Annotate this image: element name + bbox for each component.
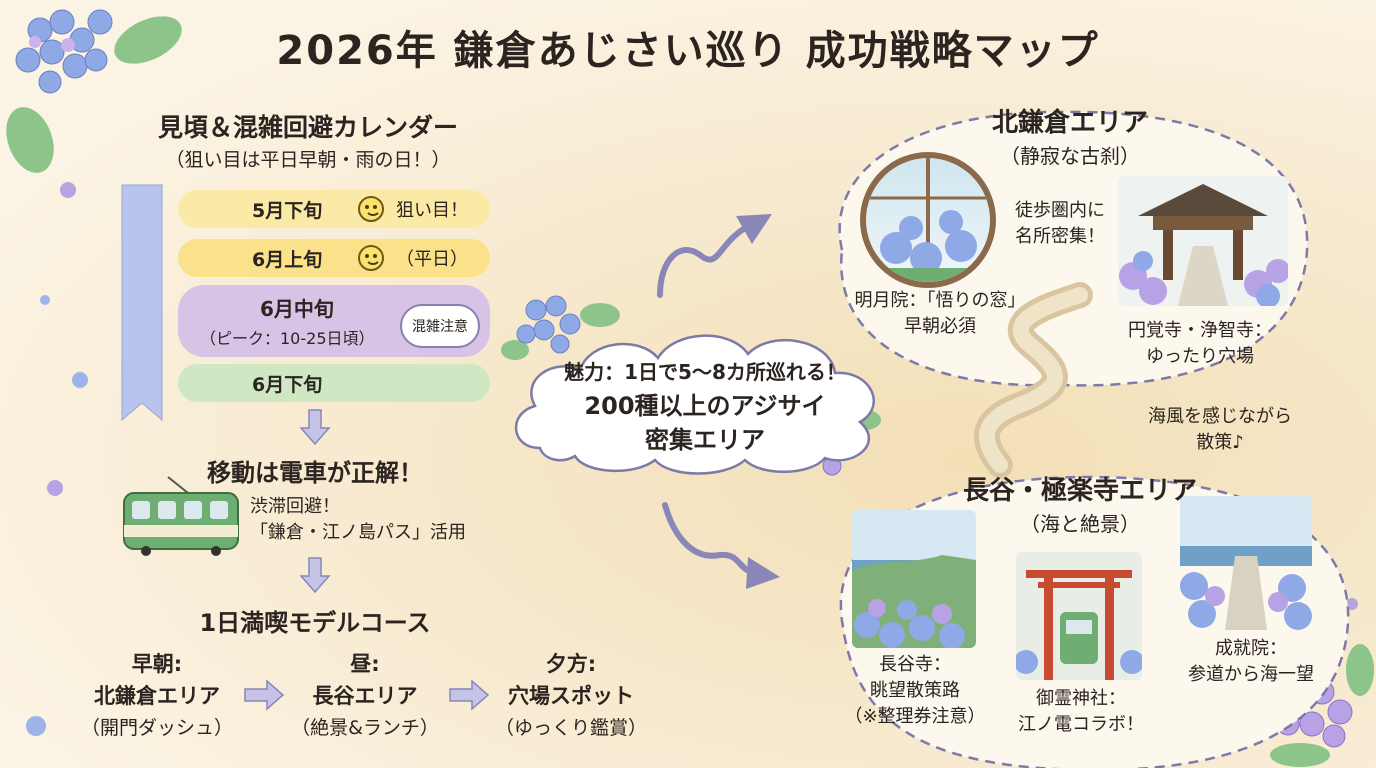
meigetsuin-line2: 早朝必須 bbox=[904, 316, 976, 337]
transport-note-line1: 渋滞回避！ bbox=[250, 496, 340, 517]
calendar-row-note: 狙い目！ bbox=[396, 200, 468, 221]
smile-icon bbox=[358, 245, 384, 271]
transport-heading: 移動は電車が正解！ bbox=[207, 459, 423, 487]
kita-area-title: 北鎌倉エリア bbox=[991, 108, 1148, 138]
path-note: 海風を感じながら 散策♪ bbox=[1140, 404, 1300, 456]
goryo-caption: 御霊神社： 江ノ電コラボ！ bbox=[996, 686, 1166, 738]
engakuji-temple-image bbox=[1118, 176, 1288, 306]
crowd-warning-badge: 混雑注意 bbox=[400, 304, 480, 348]
kita-area-subtitle: （静寂な古刹） bbox=[1000, 144, 1140, 168]
course-step-place: 長谷エリア bbox=[312, 684, 418, 708]
hasedera-image bbox=[852, 510, 976, 648]
center-line2: 200種以上のアジサイ bbox=[584, 392, 826, 420]
enoden-train-icon bbox=[123, 476, 239, 556]
path-note-line1: 海風を感じながら bbox=[1148, 406, 1292, 427]
winding-path bbox=[973, 282, 1093, 478]
center-message: 魅力：1日で5〜8カ所巡れる！ 200種以上のアジサイ 密集エリア bbox=[500, 355, 910, 457]
hydrangea-decoration-center-left bbox=[501, 295, 620, 360]
hasedera-caption: 長谷寺： 眺望散策路 （※整理券注意） bbox=[830, 652, 1000, 730]
course-step-place: 穴場スポット bbox=[508, 684, 634, 708]
course-step-evening: 夕方: 穴場スポット （ゆっくり鑑賞） bbox=[476, 648, 666, 744]
curved-arrow-up-icon bbox=[657, 214, 772, 298]
hydrangea-decoration-top-left bbox=[6, 9, 182, 173]
goryo-line1: 御霊神社： bbox=[1036, 688, 1126, 709]
hasedera-line1: 長谷寺： bbox=[879, 654, 951, 675]
engakuji-caption: 円覚寺・浄智寺： ゆったり穴場 bbox=[1100, 318, 1300, 370]
jojuin-caption: 成就院： 参道から海一望 bbox=[1166, 636, 1336, 688]
course-step-time: 早朝: bbox=[131, 652, 183, 676]
transport-note-line2: 「鎌倉・江ノ島パス」活用 bbox=[250, 522, 466, 543]
calendar-row-label: 6月上旬 bbox=[252, 248, 323, 271]
calendar-row-label: 6月下旬 bbox=[252, 373, 323, 396]
hasedera-line3: （※整理券注意） bbox=[844, 706, 986, 727]
course-step-morning: 早朝: 北鎌倉エリア （開門ダッシュ） bbox=[62, 648, 252, 744]
course-step-note: （開門ダッシュ） bbox=[80, 717, 233, 739]
calendar-ribbon bbox=[121, 184, 163, 422]
jojuin-line2: 参道から海一望 bbox=[1188, 664, 1314, 685]
hase-area-subtitle: （海と絶景） bbox=[1020, 512, 1140, 536]
walk-caption: 徒歩圏内に 名所密集！ bbox=[1000, 198, 1120, 250]
meigetsuin-caption: 明月院：「悟りの窓」 早朝必須 bbox=[820, 288, 1060, 340]
down-arrow-icon bbox=[299, 557, 331, 594]
calendar-row-note: （平日） bbox=[396, 249, 468, 270]
right-arrow-icon bbox=[449, 679, 490, 711]
calendar-row-note: （ピーク：10-25日頃） bbox=[200, 329, 375, 348]
calendar-heading: 見頃＆混雑回避カレンダー bbox=[157, 113, 458, 142]
meigetsuin-window-image bbox=[860, 152, 996, 288]
hase-area-title: 長谷・極楽寺エリア bbox=[962, 476, 1197, 506]
center-line3: 密集エリア bbox=[645, 426, 765, 454]
course-step-noon: 昼: 長谷エリア （絶景&ランチ） bbox=[270, 648, 460, 744]
curved-arrow-down-icon bbox=[662, 502, 780, 589]
smile-icon bbox=[358, 196, 384, 222]
course-step-place: 北鎌倉エリア bbox=[94, 684, 220, 708]
goryo-shrine-image bbox=[1016, 552, 1142, 680]
walk-line1: 徒歩圏内に bbox=[1015, 200, 1105, 221]
engakuji-line1: 円覚寺・浄智寺： bbox=[1128, 320, 1272, 341]
calendar-row-label: 6月中旬 bbox=[260, 297, 334, 321]
page-title: 2026年 鎌倉あじさい巡り 成功戦略マップ bbox=[276, 28, 1100, 74]
course-heading: 1日満喫モデルコース bbox=[199, 609, 431, 637]
meigetsuin-line1: 明月院：「悟りの窓」 bbox=[854, 290, 1026, 311]
hasedera-line2: 眺望散策路 bbox=[870, 680, 960, 701]
center-line1: 魅力：1日で5〜8カ所巡れる！ bbox=[564, 360, 846, 384]
jojuin-image bbox=[1180, 496, 1312, 630]
course-step-note: （絶景&ランチ） bbox=[291, 717, 439, 739]
down-arrow-icon bbox=[299, 409, 331, 446]
calendar-row-early-june: 6月上旬 （平日） bbox=[178, 239, 490, 277]
jojuin-line1: 成就院： bbox=[1215, 638, 1287, 659]
course-step-note: （ゆっくり鑑賞） bbox=[494, 717, 647, 739]
course-step-time: 夕方: bbox=[545, 652, 597, 676]
course-step-time: 昼: bbox=[350, 652, 380, 676]
walk-line2: 名所密集！ bbox=[1015, 226, 1105, 247]
calendar-row-label: 5月下旬 bbox=[252, 199, 323, 222]
path-note-line2: 散策♪ bbox=[1196, 432, 1244, 453]
center-cloud bbox=[514, 334, 875, 475]
engakuji-line2: ゆったり穴場 bbox=[1146, 346, 1254, 367]
goryo-line2: 江ノ電コラボ！ bbox=[1018, 714, 1144, 735]
calendar-row-late-may: 5月下旬 狙い目！ bbox=[178, 190, 490, 228]
calendar-subheading: （狙い目は平日早朝・雨の日！） bbox=[165, 149, 451, 171]
right-arrow-icon bbox=[244, 679, 285, 711]
calendar-row-late-june: 6月下旬 bbox=[178, 364, 490, 402]
transport-note: 渋滞回避！ 「鎌倉・江ノ島パス」活用 bbox=[250, 494, 466, 546]
